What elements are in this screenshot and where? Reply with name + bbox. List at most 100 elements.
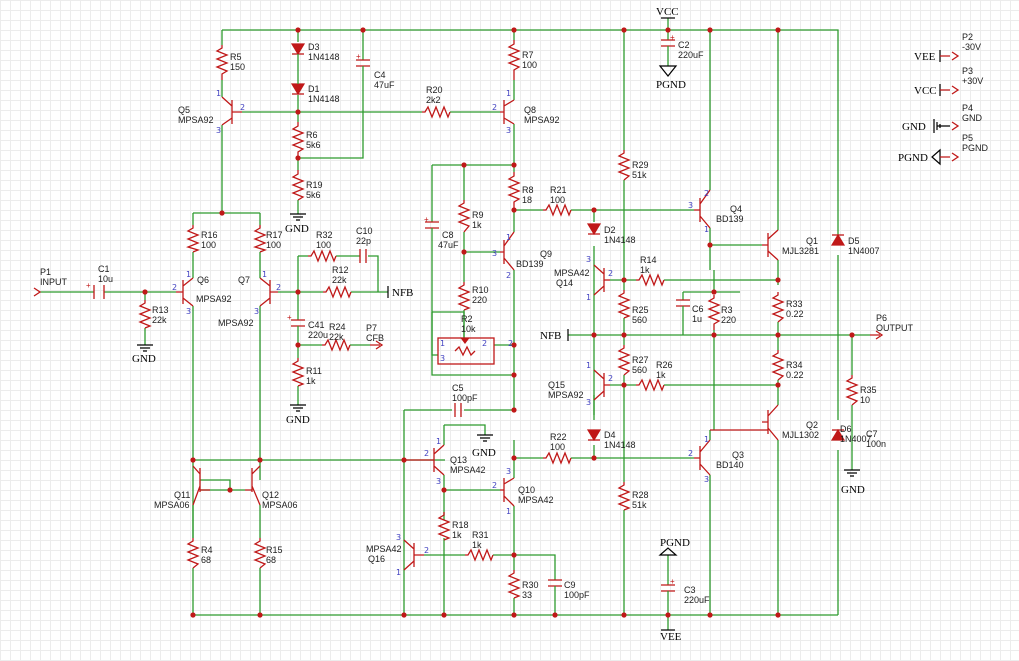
svg-text:R29: R29 (632, 160, 649, 170)
capacitor-c8[interactable]: + C8 47uF (424, 215, 459, 250)
capacitor-c5[interactable]: C5 100pF (452, 383, 478, 417)
transistor-q14[interactable]: 3 2 1 MPSA42 Q14 (554, 255, 613, 302)
resistor-r13[interactable]: R13 22k (138, 300, 169, 329)
transistor-q1[interactable]: Q1 MJL3281 (762, 229, 819, 261)
svg-text:R4: R4 (201, 545, 213, 555)
resistor-r8[interactable]: R8 18 (507, 172, 534, 208)
diode-d3[interactable]: D3 1N4148 (290, 42, 340, 62)
port-p1-input[interactable]: P1 INPUT (33, 267, 68, 297)
resistor-r19[interactable]: R19 5k6 (291, 170, 323, 201)
svg-text:C7: C7 (866, 429, 878, 439)
svg-text:1: 1 (704, 435, 709, 444)
capacitor-c10[interactable]: C10 22p (356, 226, 373, 263)
svg-text:1: 1 (506, 89, 511, 98)
transistor-q2[interactable]: Q2 MJL1302 (710, 404, 819, 441)
capacitor-c41[interactable]: + C41 220u (287, 313, 328, 340)
transistor-q7[interactable]: 1 2 3 Q7 MPSA92 (218, 270, 281, 328)
diode-d4[interactable]: D4 1N4148 (586, 429, 636, 450)
svg-text:R9: R9 (472, 210, 484, 220)
transistor-q8[interactable]: 1 2 3 Q8 MPSA92 (492, 89, 560, 135)
port-p6-output[interactable]: P6 OUTPUT (870, 313, 914, 340)
capacitor-c7[interactable]: C7 100n (866, 429, 886, 449)
diode-d6[interactable]: D6 1N4007 (830, 424, 872, 444)
capacitor-c4[interactable]: + C4 47uF (356, 52, 395, 90)
capacitor-c9[interactable]: C9 100pF (548, 579, 590, 600)
resistor-r31[interactable]: R31 1k (465, 530, 494, 562)
svg-text:150: 150 (230, 62, 245, 72)
capacitor-c2[interactable]: + C2 220uF (661, 33, 704, 66)
svg-text:22k: 22k (332, 275, 347, 285)
resistor-r25[interactable]: R25 560 (617, 290, 649, 325)
resistor-r11[interactable]: R11 1k (291, 358, 322, 387)
port-p2-vee[interactable]: VEE P2 -30V (914, 32, 981, 63)
transistor-q11[interactable]: Q11 MPSA06 (154, 465, 210, 510)
svg-text:GND: GND (285, 223, 309, 235)
svg-text:P5: P5 (962, 133, 973, 143)
svg-text:VEE: VEE (660, 631, 682, 643)
transistor-q9[interactable]: 1 3 2 Q9 BD139 (492, 231, 552, 280)
port-p4-gnd[interactable]: GND P4 GND (902, 103, 983, 133)
svg-text:1N4007: 1N4007 (848, 246, 880, 256)
port-p3-vcc[interactable]: VCC P3 +30V (914, 66, 983, 97)
transistor-q13[interactable]: 1 2 3 Q13 MPSA42 (404, 437, 486, 486)
svg-text:GND: GND (902, 121, 926, 133)
resistor-r4[interactable]: R4 68 (186, 538, 213, 569)
capacitor-c3[interactable]: + C3 220uF (661, 577, 710, 612)
resistor-r33[interactable]: R33 0.22 (771, 292, 804, 323)
resistor-r14[interactable]: R14 1k (636, 255, 665, 287)
resistor-r29[interactable]: R29 51k (617, 150, 649, 181)
svg-text:2: 2 (492, 481, 497, 490)
capacitor-c6[interactable]: C6 1u (676, 299, 704, 324)
resistor-r3[interactable]: R3 220 (707, 295, 736, 330)
resistor-r24[interactable]: R24 22k (322, 322, 351, 352)
diode-d5[interactable]: D5 1N4007 (830, 233, 880, 256)
svg-text:C4: C4 (374, 70, 386, 80)
resistor-r7[interactable]: R7 100 (507, 40, 537, 80)
resistor-r6[interactable]: R6 5k6 (291, 122, 321, 158)
resistor-r21[interactable]: R21 100 (543, 185, 572, 217)
resistor-r18[interactable]: R18 1k (437, 512, 469, 541)
transistor-q16[interactable]: 3 2 1 MPSA42 Q16 (366, 533, 429, 577)
resistor-r17[interactable]: R17 100 (253, 225, 283, 253)
resistor-r22[interactable]: R22 100 (543, 432, 572, 465)
resistor-r9[interactable]: R9 1k (457, 200, 484, 233)
transistor-q4[interactable]: 2 3 1 Q4 BD139 (688, 189, 744, 234)
svg-text:1k: 1k (472, 220, 482, 230)
resistor-r20[interactable]: R20 2k2 (422, 85, 451, 119)
resistor-r15[interactable]: R15 68 (253, 538, 283, 569)
svg-text:68: 68 (266, 555, 276, 565)
svg-text:PGND: PGND (660, 537, 690, 549)
resistor-r16[interactable]: R16 100 (186, 225, 218, 253)
diode-d1[interactable]: D1 1N4148 (290, 54, 340, 104)
resistor-r30[interactable]: R30 33 (507, 570, 539, 600)
gnd-symbol-r19: GND (285, 213, 309, 235)
svg-text:1: 1 (216, 89, 221, 98)
wires (40, 18, 870, 630)
diode-d2[interactable]: D2 1N4148 (586, 223, 636, 245)
svg-text:MPSA92: MPSA92 (548, 390, 584, 400)
resistor-r32[interactable]: R32 100 (308, 230, 337, 263)
resistor-r10[interactable]: R10 220 (457, 282, 489, 311)
transistor-q15[interactable]: 1 2 3 Q15 MPSA92 (548, 361, 613, 407)
transistor-q5[interactable]: 1 2 3 Q5 MPSA92 (178, 89, 245, 135)
port-p7-cfb[interactable]: P7 CFB (366, 323, 384, 350)
svg-text:3: 3 (506, 126, 511, 135)
nfb-label-q7: NFB (387, 286, 413, 299)
capacitor-c1[interactable]: + C1 10u (86, 264, 113, 299)
svg-text:Q9: Q9 (540, 249, 552, 259)
transistor-q12[interactable]: Q12 MPSA06 (245, 465, 298, 510)
trimmer-r2[interactable]: 1 2 3 2 R2 10k (437, 314, 513, 365)
svg-text:C9: C9 (564, 580, 576, 590)
resistor-r34[interactable]: R34 0.22 (771, 350, 804, 381)
svg-text:D5: D5 (848, 236, 860, 246)
transistor-q10[interactable]: 3 2 1 Q10 MPSA42 (492, 467, 554, 516)
port-p5-pgnd[interactable]: PGND P5 PGND (898, 133, 989, 166)
resistor-r12[interactable]: R12 22k (323, 265, 352, 299)
resistor-r5[interactable]: R5 150 (215, 45, 245, 80)
resistor-r35[interactable]: R35 10 (845, 375, 877, 406)
resistor-r27[interactable]: R27 560 (617, 345, 649, 376)
resistor-r26[interactable]: R26 1k (636, 360, 673, 392)
resistor-r28[interactable]: R28 51k (617, 482, 649, 511)
transistor-q6[interactable]: 1 2 3 Q6 MPSA92 (172, 270, 232, 316)
transistor-q3[interactable]: 1 2 3 Q3 BD140 (688, 435, 744, 484)
